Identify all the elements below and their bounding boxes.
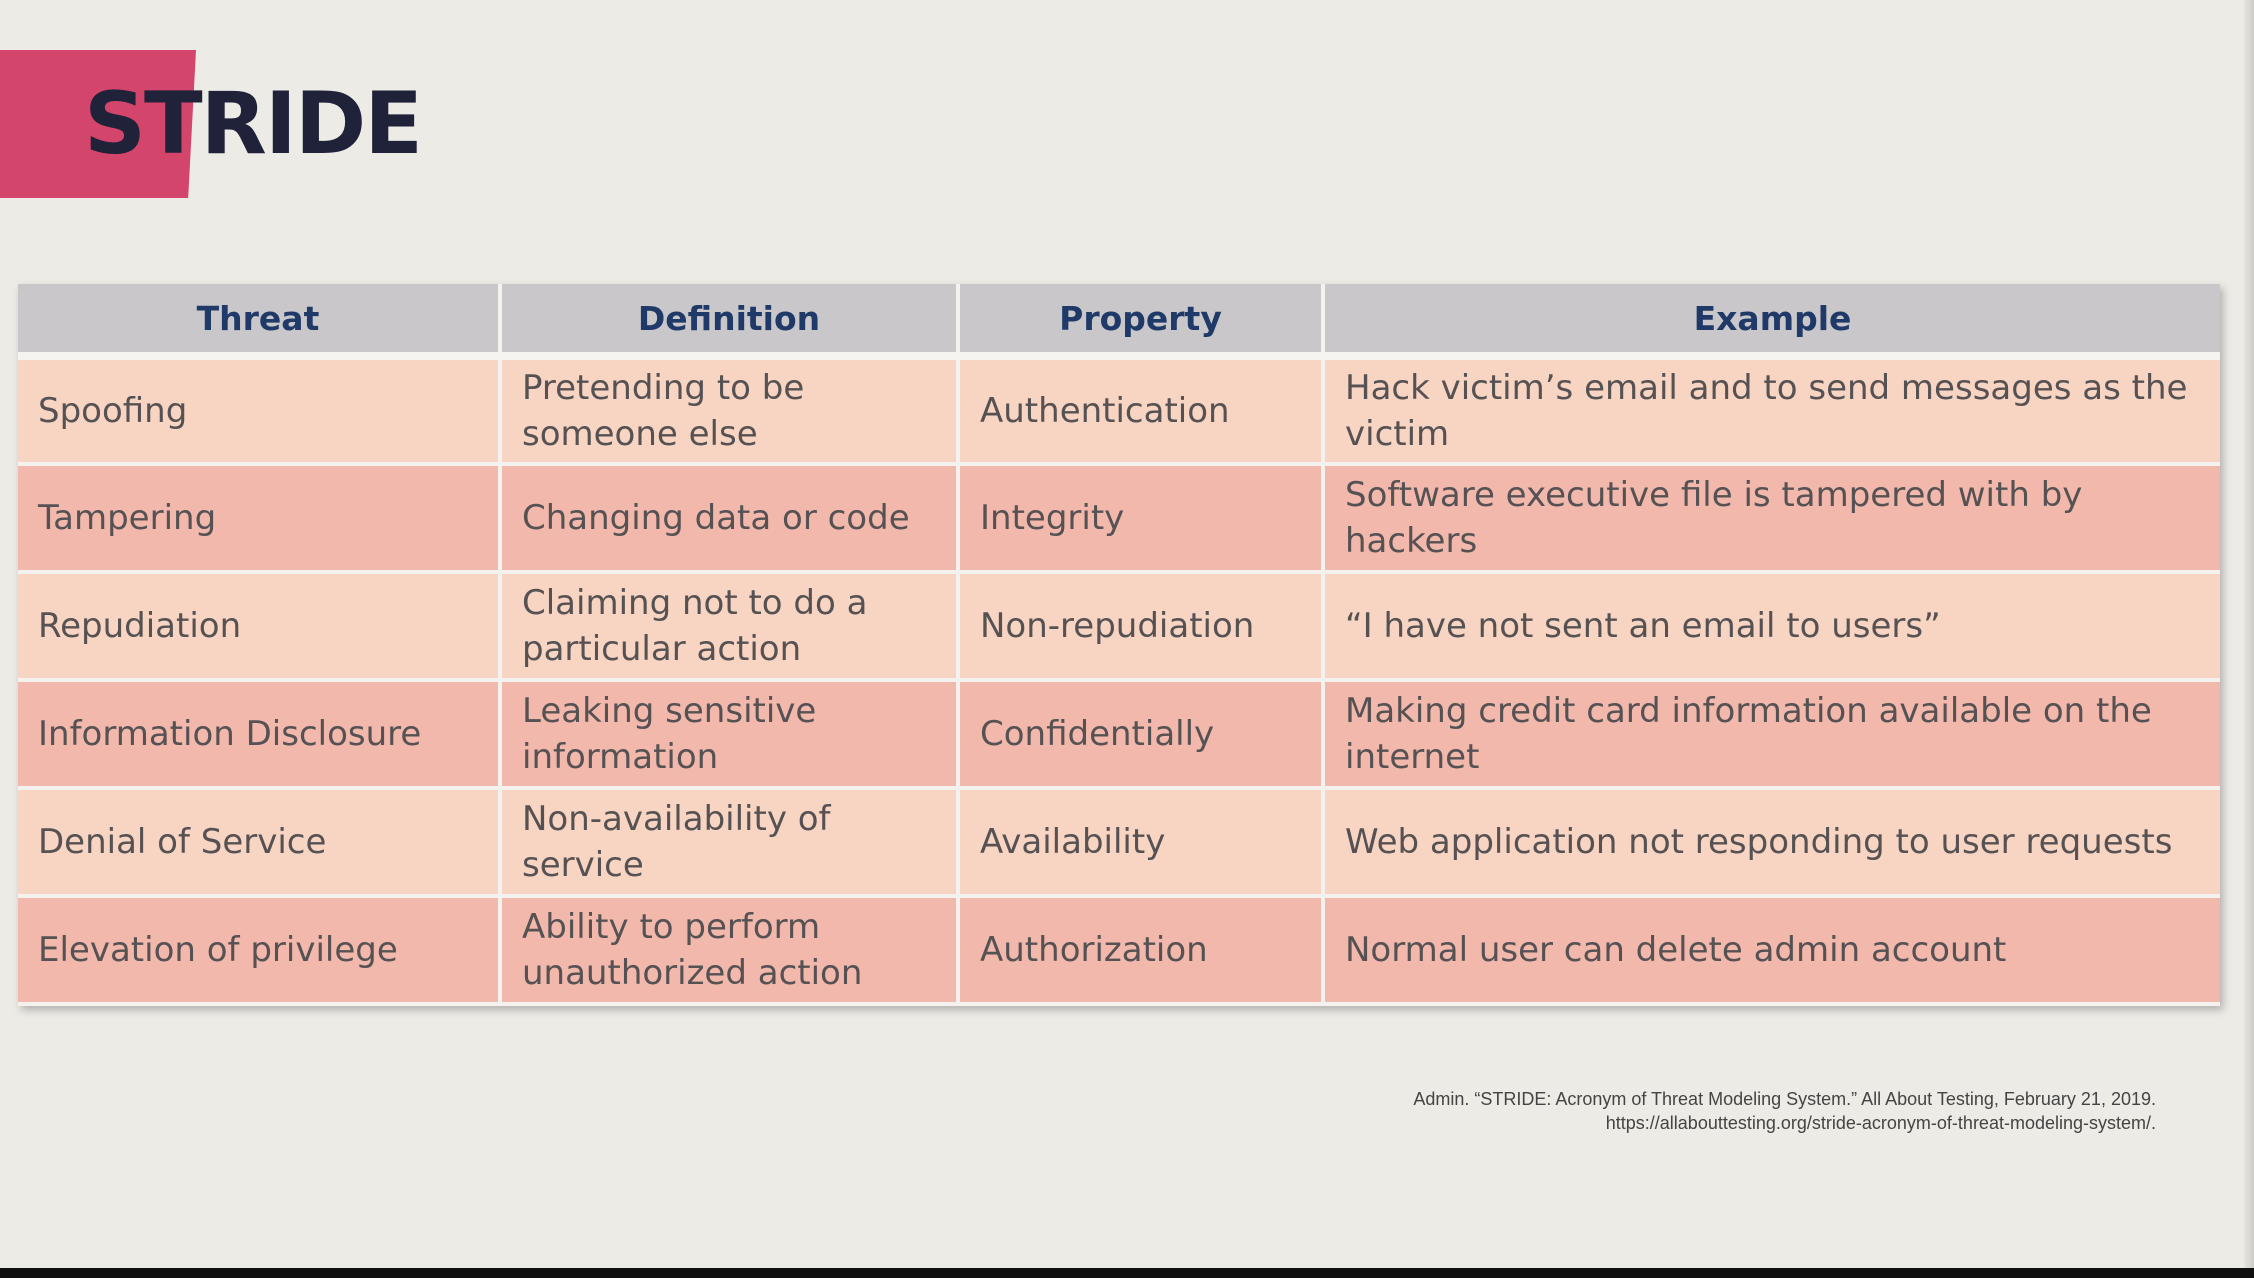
cell-property: Authentication (958, 356, 1325, 466)
cell-example: Software executive file is tampered with… (1323, 464, 2220, 574)
cell-definition: Pretending to be someone else (500, 356, 960, 466)
table-row: Elevation of privilege Ability to perfor… (18, 896, 2220, 1006)
cell-example: Web application not responding to user r… (1323, 788, 2220, 898)
citation-reference: Admin. “STRIDE: Acronym of Threat Modeli… (1413, 1089, 2156, 1109)
cell-property: Confidentially (958, 680, 1325, 790)
cell-definition: Changing data or code (500, 464, 960, 574)
table-row: Information Disclosure Leaking sensitive… (18, 680, 2220, 790)
slide-right-edge (2244, 0, 2254, 1268)
cell-example: Making credit card information available… (1323, 680, 2220, 790)
cell-threat: Repudiation (18, 572, 502, 682)
cell-property: Availability (958, 788, 1325, 898)
citation: Admin. “STRIDE: Acronym of Threat Modeli… (1413, 1087, 2156, 1135)
cell-definition: Non-availability of service (500, 788, 960, 898)
cell-example: Hack victim’s email and to send messages… (1323, 356, 2220, 466)
cell-threat: Information Disclosure (18, 680, 502, 790)
table-row: Tampering Changing data or code Integrit… (18, 464, 2220, 574)
cell-threat: Spoofing (18, 356, 502, 466)
header-threat: Threat (18, 284, 502, 360)
title-accent-shape (0, 50, 196, 198)
cell-definition: Claiming not to do a particular action (500, 572, 960, 682)
cell-property: Non-repudiation (958, 572, 1325, 682)
bottom-bar (0, 1268, 2254, 1278)
cell-property: Integrity (958, 464, 1325, 574)
cell-property: Authorization (958, 896, 1325, 1006)
cell-example: “I have not sent an email to users” (1323, 572, 2220, 682)
cell-definition: Leaking sensitive information (500, 680, 960, 790)
cell-definition: Ability to perform unauthorized action (500, 896, 960, 1006)
stride-table: Threat Definition Property Example Spoof… (18, 284, 2220, 1006)
table-row: Spoofing Pretending to be someone else A… (18, 356, 2220, 466)
slide-title: STRIDE (84, 74, 423, 174)
cell-threat: Denial of Service (18, 788, 502, 898)
header-example: Example (1323, 284, 2220, 360)
cell-threat: Tampering (18, 464, 502, 574)
header-definition: Definition (500, 284, 960, 360)
table-row: Denial of Service Non-availability of se… (18, 788, 2220, 898)
cell-threat: Elevation of privilege (18, 896, 502, 1006)
table-row: Repudiation Claiming not to do a particu… (18, 572, 2220, 682)
citation-url: https://allabouttesting.org/stride-acron… (1605, 1113, 2156, 1133)
table-header-row: Threat Definition Property Example (18, 284, 2220, 360)
header-property: Property (958, 284, 1325, 360)
cell-example: Normal user can delete admin account (1323, 896, 2220, 1006)
